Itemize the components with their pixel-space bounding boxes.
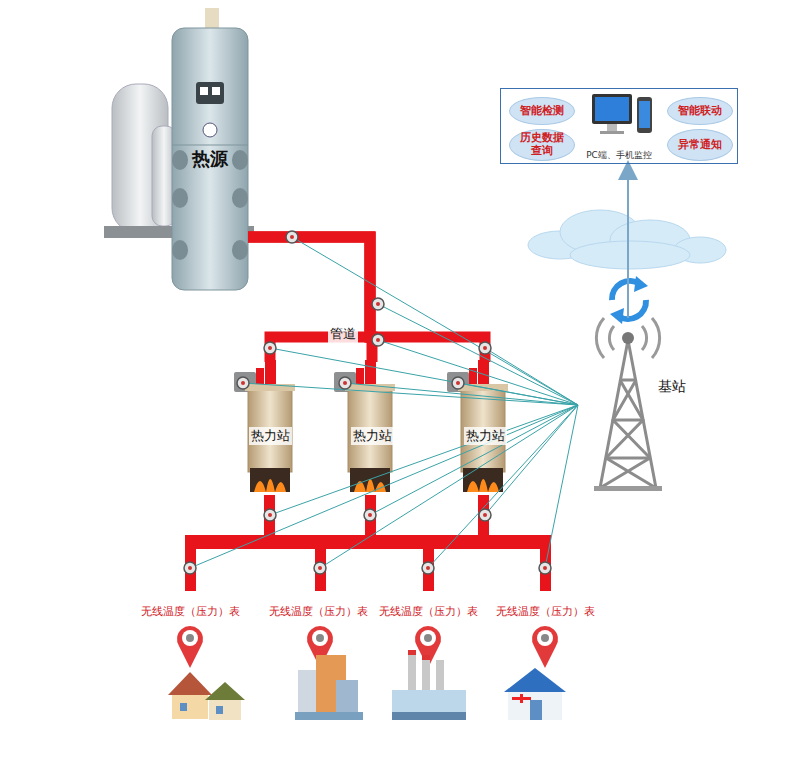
heat-station: 热力站	[455, 362, 515, 494]
meter-label: 无线温度（压力）表	[269, 605, 368, 619]
feature-ellipse: 异常通知	[667, 129, 733, 161]
pipe-connector	[248, 237, 485, 362]
meter-label: 无线温度（压力）表	[141, 605, 240, 619]
feature-ellipse: 历史数据查询	[509, 129, 575, 161]
feature-ellipse: 智能联动	[667, 97, 733, 125]
node-text: 热力站	[464, 427, 507, 445]
signal-arrow	[627, 164, 629, 318]
monitor-panel: PC端、手机监控智能检测历史数据查询智能联动异常通知	[500, 88, 738, 164]
node-text: 历史数据查询	[518, 132, 566, 157]
pipe-connector	[248, 237, 372, 362]
node-text: 智能联动	[676, 105, 724, 118]
meter-label: 无线温度（压力）表	[379, 605, 478, 619]
node-text: 热源	[192, 147, 228, 171]
node-text: 热力站	[351, 427, 394, 445]
heat-station: 热力站	[240, 362, 300, 494]
base-station: 基站	[568, 318, 688, 493]
pipe-connector	[248, 237, 370, 362]
heat-station: 热力站	[342, 362, 402, 494]
node-text: 异常通知	[676, 139, 724, 152]
node-text: 热力站	[249, 427, 292, 445]
node-text: 基站	[658, 378, 686, 396]
meter-label: 无线温度（压力）表	[496, 605, 595, 619]
node-text: 智能检测	[518, 105, 566, 118]
feature-ellipse: 智能检测	[509, 97, 575, 125]
pipe-label: 管道	[328, 325, 358, 343]
heat-source: 热源	[172, 28, 248, 290]
